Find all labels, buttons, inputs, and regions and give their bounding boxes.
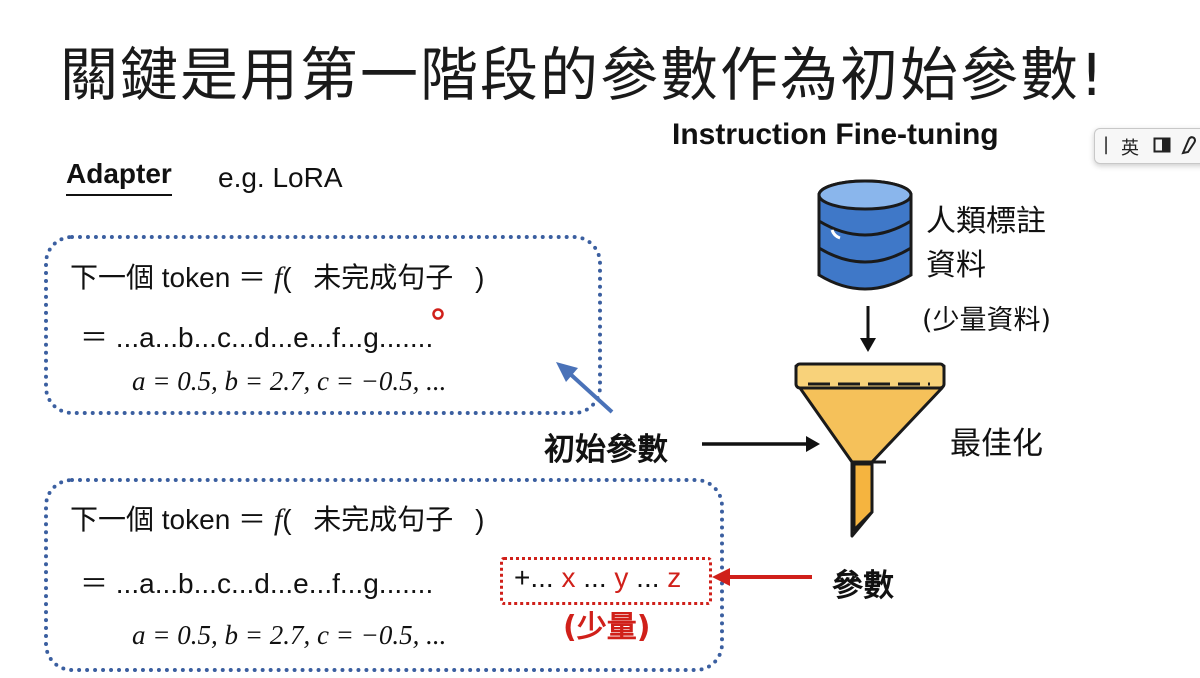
extra-y: y	[614, 562, 629, 593]
blue-arrow-to-top-box	[556, 362, 614, 414]
pointer-dot	[432, 308, 444, 320]
extra-params-line: +... x ... y ... z	[514, 562, 681, 594]
extra-x: x	[561, 562, 576, 593]
extra-z: z	[667, 562, 682, 593]
box1-prefix: 下一個 token ＝	[70, 262, 267, 293]
box1-open-paren: (	[282, 262, 292, 293]
box1-close-paren: )	[475, 262, 485, 293]
optimize-label: 最佳化	[950, 426, 1043, 462]
params-label: 參數	[832, 568, 894, 604]
ime-language-toggle[interactable]: 英	[1121, 138, 1139, 159]
ime-settings-icon[interactable]	[1179, 135, 1197, 160]
box1-line2: ＝ ...a...b...c...d...e...f...g.......	[80, 322, 434, 353]
small-data-label: (少量資料)	[922, 305, 1052, 336]
adapter-equation-box-top	[44, 235, 602, 415]
eg-lora-label: e.g. LoRA	[218, 162, 343, 193]
human-annotation-label: 人類標註	[926, 204, 1046, 239]
page-title: 關鍵是用第一階段的參數作為初始參數!	[60, 41, 1106, 109]
box2-open-paren: (	[282, 504, 292, 535]
box2-f: f	[273, 503, 283, 536]
box1-argument: 未完成句子	[313, 262, 454, 293]
funnel-icon	[794, 362, 946, 538]
extra-plus: +...	[514, 562, 554, 593]
box2-argument: 未完成句子	[313, 504, 454, 535]
box2-line2: ＝ ...a...b...c...d...e...f...g.......	[80, 568, 434, 599]
extra-dots-2: ...	[636, 562, 660, 593]
small-amount-label: (少量)	[563, 610, 651, 645]
box1-f: f	[273, 261, 283, 294]
box1-params-line: a = 0.5, b = 2.7, c = −0.5, ...	[132, 366, 447, 396]
instruction-finetuning-label: Instruction Fine-tuning	[672, 118, 999, 151]
ime-toolbar[interactable]: | 英	[1094, 128, 1200, 164]
extra-dots-1: ...	[583, 562, 607, 593]
red-arrow-params-to-extra	[712, 568, 812, 586]
box2-line1: 下一個 token ＝ f( 未完成句子 )	[70, 498, 484, 538]
initial-params-label: 初始參數	[544, 432, 668, 468]
ime-cursor-indicator: |	[1103, 134, 1110, 155]
box2-params-line: a = 0.5, b = 2.7, c = −0.5, ...	[132, 620, 447, 650]
ime-half-full-width-icon[interactable]	[1153, 136, 1171, 159]
box1-line1: 下一個 token ＝ f( 未完成句子 )	[70, 256, 484, 296]
database-icon	[817, 179, 913, 291]
box2-prefix: 下一個 token ＝	[70, 504, 267, 535]
arrow-db-to-funnel	[860, 306, 876, 352]
extra-params-box	[500, 557, 712, 605]
box2-close-paren: )	[475, 504, 485, 535]
adapter-label: Adapter	[66, 158, 172, 196]
arrow-initial-params-to-funnel	[702, 436, 820, 452]
data-label: 資料	[926, 248, 986, 283]
